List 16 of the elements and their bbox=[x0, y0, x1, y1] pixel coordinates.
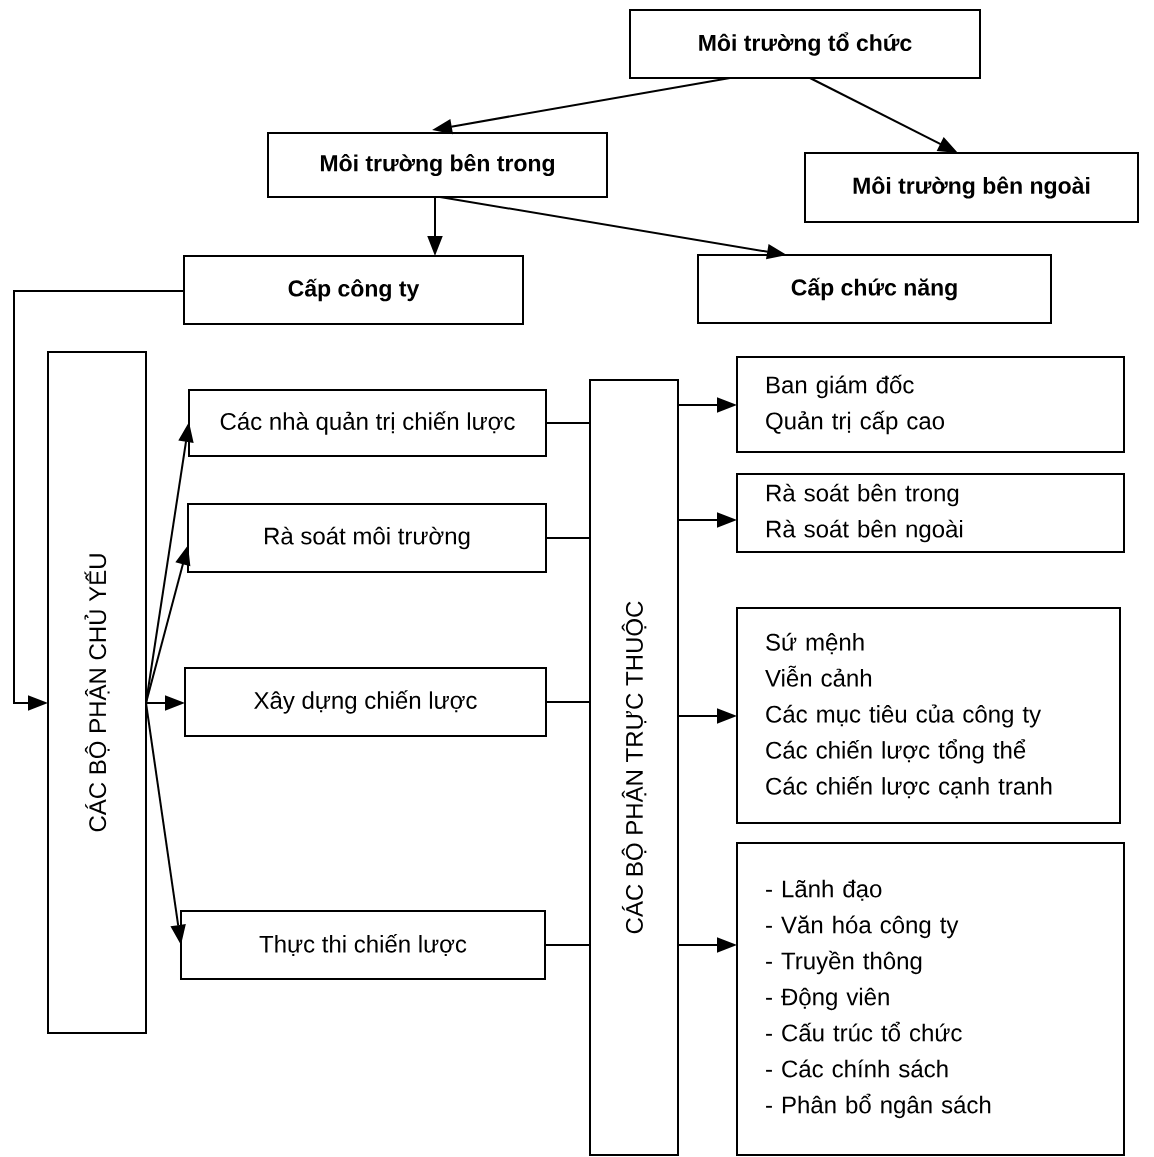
arrow bbox=[13, 290, 185, 711]
process-box: Xây dựng chiến lược bbox=[184, 667, 547, 737]
vertical-box: CÁC BỘ PHẬN TRỰC THUỘC bbox=[589, 379, 679, 1156]
heading-box: Cấp công ty bbox=[183, 255, 524, 325]
heading-box: Môi trường bên ngoài bbox=[804, 152, 1139, 223]
process-box: Các nhà quản trị chiến lược bbox=[188, 389, 547, 457]
heading-box: Môi trường tổ chức bbox=[629, 9, 981, 79]
process-box: Rà soát môi trường bbox=[187, 503, 547, 573]
list-box: Sứ mệnh Viễn cảnh Các mục tiêu của công ty Các chiến lược tổng thể Các chiến lược cạnh tranh bbox=[736, 607, 1121, 824]
process-box: Thực thi chiến lược bbox=[180, 910, 546, 980]
list-box: Rà soát bên trong Rà soát bên ngoài bbox=[736, 473, 1125, 553]
list-box: - Lãnh đạo - Văn hóa công ty - Truyền thông - Động viên - Cấu trúc tổ chức - Các chính sách - Phân bổ ngân sách bbox=[736, 842, 1125, 1156]
heading-box: Môi trường bên trong bbox=[267, 132, 608, 198]
heading-box: Cấp chức năng bbox=[697, 254, 1052, 324]
list-box: Ban giám đốc Quản trị cấp cao bbox=[736, 356, 1125, 453]
vertical-box: CÁC BỘ PHẬN CHỦ YẾU bbox=[47, 351, 147, 1034]
